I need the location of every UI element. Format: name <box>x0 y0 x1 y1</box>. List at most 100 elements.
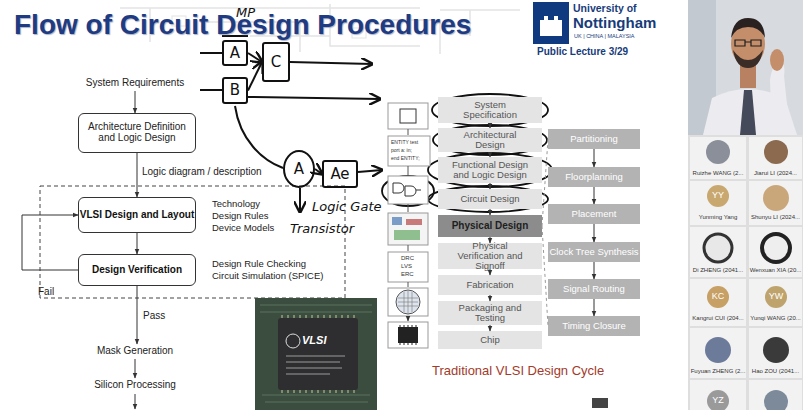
dashed-leader <box>542 226 548 326</box>
edge-label: Pass <box>143 310 165 321</box>
flow-arrow <box>135 359 136 378</box>
code-snippet: ENTITY test <box>391 140 418 146</box>
sketch-oval <box>428 186 548 212</box>
check-name: DRC <box>401 255 414 262</box>
flow-arrow <box>594 149 595 167</box>
sketch-arrow <box>358 170 382 172</box>
node-text: Placement <box>572 209 617 219</box>
lecture-number: Public Lecture 3/29 <box>537 46 628 57</box>
participant-avatar <box>763 185 789 211</box>
initials-avatar: YZ <box>706 389 730 410</box>
node-text: Ae <box>330 166 349 182</box>
logo-text: Nottingham <box>573 15 656 32</box>
stage-box: Fabrication <box>438 275 542 295</box>
wafer-icon <box>396 290 420 314</box>
flow-arrow <box>137 286 138 344</box>
node-text: Physical Design <box>452 221 529 232</box>
node-text: YZ <box>712 396 724 406</box>
participant-name: Shunyu LI (2024... <box>749 214 802 221</box>
node-text: Fabrication <box>467 280 514 290</box>
stage-box: Chip <box>438 331 542 349</box>
stage-icon <box>388 176 428 204</box>
slide-background <box>0 0 688 410</box>
sketch-box: Ae <box>322 160 358 188</box>
flow-arrow <box>594 187 595 204</box>
node-text: YY <box>712 191 724 201</box>
stage-icon <box>388 252 428 282</box>
sketch-box: C <box>262 42 290 82</box>
shape-outline <box>707 390 729 410</box>
speaker-glasses <box>735 40 761 46</box>
node-text: Mask Generation <box>97 346 173 357</box>
flow-arrow <box>490 295 491 301</box>
dashed-group <box>40 186 345 298</box>
edge-label: Fail <box>38 286 54 297</box>
node-text: Circuit Design <box>460 194 519 204</box>
flow-step: Mask Generation <box>80 344 190 359</box>
node-text: A <box>294 161 304 177</box>
participant-avatar <box>763 337 789 363</box>
chip-brand: VLSI <box>302 334 326 346</box>
node-text: A <box>230 45 240 61</box>
sketch-circle: A <box>283 150 315 188</box>
sketch-box: B <box>222 77 248 104</box>
stage-icon <box>388 213 428 245</box>
flow-arrow <box>135 394 136 409</box>
chip-icon <box>398 327 418 343</box>
stage-box: System Specification <box>438 97 542 123</box>
participant-avatar <box>764 390 788 410</box>
initials-avatar: YY <box>706 184 730 208</box>
participant-name: Di ZHENG (2041... <box>690 267 746 274</box>
stage-box: Packaging and Testing <box>438 301 542 325</box>
side-note: Device Models <box>212 223 274 233</box>
node-text: KC <box>712 292 725 302</box>
sketch-oval <box>432 94 548 126</box>
chip-photo <box>255 298 377 410</box>
flow-arrow <box>490 209 491 215</box>
stage-icon <box>388 322 428 348</box>
stage-icon <box>388 136 430 166</box>
speaker-arm <box>770 60 790 135</box>
chip-photo <box>260 305 372 402</box>
side-note: Circuit Simulation (SPICE) <box>212 271 323 281</box>
layout-icon <box>394 230 420 240</box>
participant-name: Ruizhe WANG (2... <box>690 170 746 177</box>
node-text: Architectural Design <box>451 130 529 151</box>
participant-avatar <box>762 234 790 262</box>
code-snippet: port a: in; <box>391 148 412 154</box>
participant-name: Fuyuan ZHENG (2... <box>690 368 746 375</box>
node-text: System Specification <box>451 100 529 121</box>
sketch-stroke <box>235 106 283 168</box>
university-crest <box>540 16 562 36</box>
layout-icon <box>392 217 402 225</box>
stage-box: Functional Design and Logic Design <box>438 157 542 183</box>
sketch-arrow <box>315 169 322 174</box>
process-box: Architecture Definition and Logic Design <box>78 113 196 153</box>
sketch-arrow <box>290 62 372 64</box>
figure-caption: Traditional VLSI Design Cycle <box>432 364 604 378</box>
node-text: Functional Design and Logic Design <box>451 160 529 181</box>
participant-avatar <box>764 140 788 164</box>
step-box: Placement <box>548 204 640 224</box>
sketch-oval <box>428 153 552 187</box>
edge-label: Logic diagram / description <box>142 166 262 177</box>
shape-outline <box>707 185 729 207</box>
small-icon <box>592 398 608 408</box>
participant-name: Hao ZOU (2041... <box>749 368 802 375</box>
stage-box: Physical Verification and Signoff <box>438 243 542 269</box>
flow-arrow <box>594 262 595 279</box>
process-box: VLSI Design and Layout <box>78 197 196 233</box>
shape-outline <box>284 151 314 187</box>
initials-avatar: YW <box>764 285 788 309</box>
participant-name: Kangrui CUI (204... <box>690 315 746 322</box>
participant-name: Jiarui LI (2024... <box>749 170 802 177</box>
flow-arrow <box>135 91 136 113</box>
gate-icon <box>393 183 421 196</box>
participant-avatar <box>705 337 731 363</box>
shape-outline <box>765 286 787 308</box>
participant-avatar <box>704 234 732 262</box>
participant-name: Yunming Yang <box>690 214 746 221</box>
wafer-icon <box>398 291 418 313</box>
